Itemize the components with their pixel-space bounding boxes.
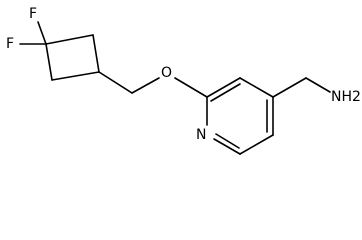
atom-label-ring-nitrogen: N (196, 127, 206, 143)
bond-ch2-o (131, 77, 160, 94)
atom-label-ether-oxygen: O (161, 65, 172, 81)
bond-c6-n-pyr-double (215, 133, 240, 149)
pyridine-ring (206, 77, 274, 155)
bond-cf2-c2 (45, 34, 94, 45)
bond-ch2-n (305, 77, 331, 93)
bond-c6-n-pyr (213, 138, 241, 155)
bond-c2-c3-pyr-double (210, 83, 241, 102)
bond-c2-c3 (92, 34, 100, 73)
bond-c2-c3-pyr (206, 77, 241, 98)
bond-c-f-top (37, 21, 47, 45)
atom-label-fluorine-top: F (29, 6, 37, 22)
chemical-structure-diagram: F F O N NH2 (6, 6, 361, 155)
cyclobutane-ring (45, 34, 100, 81)
bond-c3-c4 (51, 71, 100, 81)
bond-c3-c4-pyr (239, 77, 274, 98)
bond-c4-ch2 (272, 77, 307, 98)
bond-o-c2pyr (174, 77, 208, 98)
bond-c4-cf2 (45, 43, 53, 81)
bond-c5-c6-pyr (239, 134, 274, 155)
atom-label-amine: NH2 (331, 89, 361, 105)
bond-ring-ch2 (98, 71, 133, 94)
atom-label-fluorine-left: F (6, 36, 14, 52)
